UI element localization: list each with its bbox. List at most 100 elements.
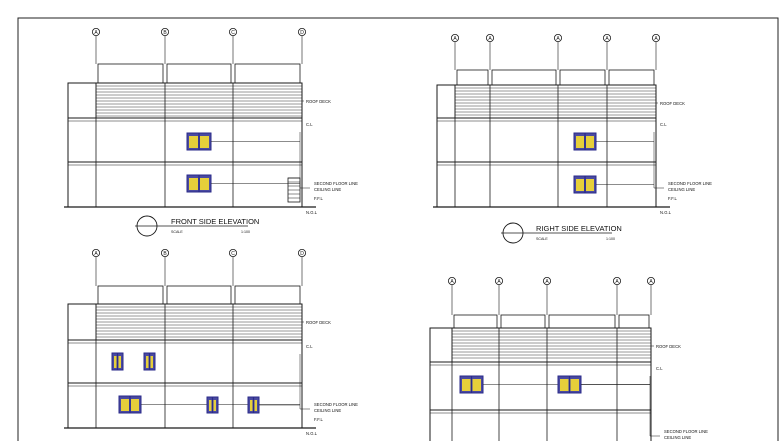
roof-band: [436, 84, 657, 119]
window-glass-right: [200, 178, 209, 190]
window-glass-left: [576, 136, 584, 148]
window-glass-right: [570, 379, 579, 391]
grid-bubble: A: [554, 34, 563, 43]
label-ngl: N.G.L: [306, 431, 318, 436]
window-glass-right: [254, 400, 257, 411]
window-glass-left: [576, 179, 584, 191]
stair-stringer: [287, 177, 301, 203]
window-icon: [118, 395, 142, 414]
right-elevation-title: RIGHT SIDE ELEVATION: [536, 224, 622, 233]
parapet-panel: [166, 285, 232, 305]
window-icon: [186, 132, 212, 151]
window-glass-right: [586, 179, 594, 191]
grid-bubble-label: A: [545, 279, 549, 285]
left-side-elevation: A A A A A ROOF DECK C.L SECOND FLOOR LINECEILIN…: [429, 276, 708, 441]
label-second-floor-line: SECOND FLOOR LINE: [664, 429, 708, 434]
label-ceiling-line: CEILING LINE: [668, 187, 695, 192]
parapet-panel: [234, 285, 301, 305]
window-icon: [143, 352, 156, 371]
building-body: [67, 339, 303, 429]
grid-bubble-label: A: [450, 279, 454, 285]
label-roof-deck: ROOF DECK: [660, 101, 685, 106]
stair-box: [436, 84, 456, 119]
grid-bubble: A: [543, 276, 552, 285]
grid-bubble: A: [485, 34, 494, 43]
parapet-panel: [500, 314, 546, 329]
label-ffl: F.F.L: [314, 417, 324, 422]
parapet-panel: [456, 69, 489, 86]
window-glass-left: [560, 379, 569, 391]
window-glass-right: [200, 136, 209, 148]
grid-bubble: A: [450, 34, 459, 43]
grid-bubble-label: B: [163, 30, 167, 36]
parapet-panel: [608, 69, 655, 86]
grid-bubble: C: [228, 27, 237, 36]
window-glass-right: [131, 399, 139, 411]
window-glass-left: [189, 136, 198, 148]
grid-bubble-label: A: [497, 279, 501, 285]
window-glass-right: [118, 356, 121, 368]
grid-bubble-label: A: [94, 251, 98, 257]
label-ceiling-line: CEILING LINE: [314, 187, 341, 192]
window-icon: [186, 174, 212, 193]
scale-value: 1:100: [606, 237, 615, 241]
window-icon: [459, 375, 484, 394]
grid-bubble-label: A: [453, 36, 457, 42]
building-body: [429, 361, 652, 441]
grid-bubble: A: [647, 276, 656, 285]
label-ceiling-line: CEILING LINE: [664, 435, 691, 440]
grid-bubble-label: A: [605, 36, 609, 42]
scale-value: 1:100: [241, 230, 250, 234]
parapet-panel: [97, 63, 164, 84]
grid-bubble-label: D: [300, 30, 304, 36]
grid-bubble: D: [297, 248, 306, 257]
window-glass-left: [209, 400, 212, 411]
window-glass-right: [213, 400, 216, 411]
label-roof-deck: ROOF DECK: [656, 344, 681, 349]
window-glass-left: [146, 356, 149, 368]
roof-band: [429, 327, 652, 363]
grid-bubble-label: D: [300, 251, 304, 257]
grid-bubble: D: [297, 27, 306, 36]
grid-bubble-label: A: [94, 30, 98, 36]
window-glass-right: [150, 356, 153, 368]
front-elevation-title: FRONT SIDE ELEVATION: [171, 217, 259, 226]
window-glass-right: [586, 136, 594, 148]
grid-bubble-label: A: [556, 36, 560, 42]
label-ceiling-line: CEILING LINE: [314, 408, 341, 413]
grid-bubble: A: [494, 276, 503, 285]
parapet-panel: [548, 314, 616, 329]
window-icon: [573, 175, 597, 194]
window-glass-left: [189, 178, 198, 190]
grid-bubble: A: [603, 34, 612, 43]
parapet-panel: [618, 314, 650, 329]
grid-bubble: B: [160, 248, 169, 257]
window-glass-right: [472, 379, 481, 391]
label-ffl: F.F.L: [668, 196, 678, 201]
label-roof-deck: ROOF DECK: [306, 99, 331, 104]
sheet-border: [17, 17, 779, 441]
window-icon: [111, 352, 124, 371]
window-icon: [557, 375, 582, 394]
label-cl: C.L: [306, 344, 313, 349]
stair-box: [429, 327, 453, 363]
grid-bubble-label: A: [654, 36, 658, 42]
label-cl: C.L: [656, 366, 663, 371]
parapet-panel: [97, 285, 164, 305]
grid-bubble: A: [92, 248, 101, 257]
window-icon: [573, 132, 597, 151]
scale-label: SCALE: [171, 230, 183, 234]
parapet-panel: [166, 63, 232, 84]
parapet-panel: [453, 314, 498, 329]
window-icon: [247, 396, 260, 414]
label-ffl: F.F.L: [314, 196, 324, 201]
parapet-panel: [234, 63, 301, 84]
stair-box: [67, 303, 97, 341]
grid-bubble: A: [613, 276, 622, 285]
parapet-panel: [559, 69, 606, 86]
label-second-floor-line: SECOND FLOOR LINE: [314, 402, 358, 407]
